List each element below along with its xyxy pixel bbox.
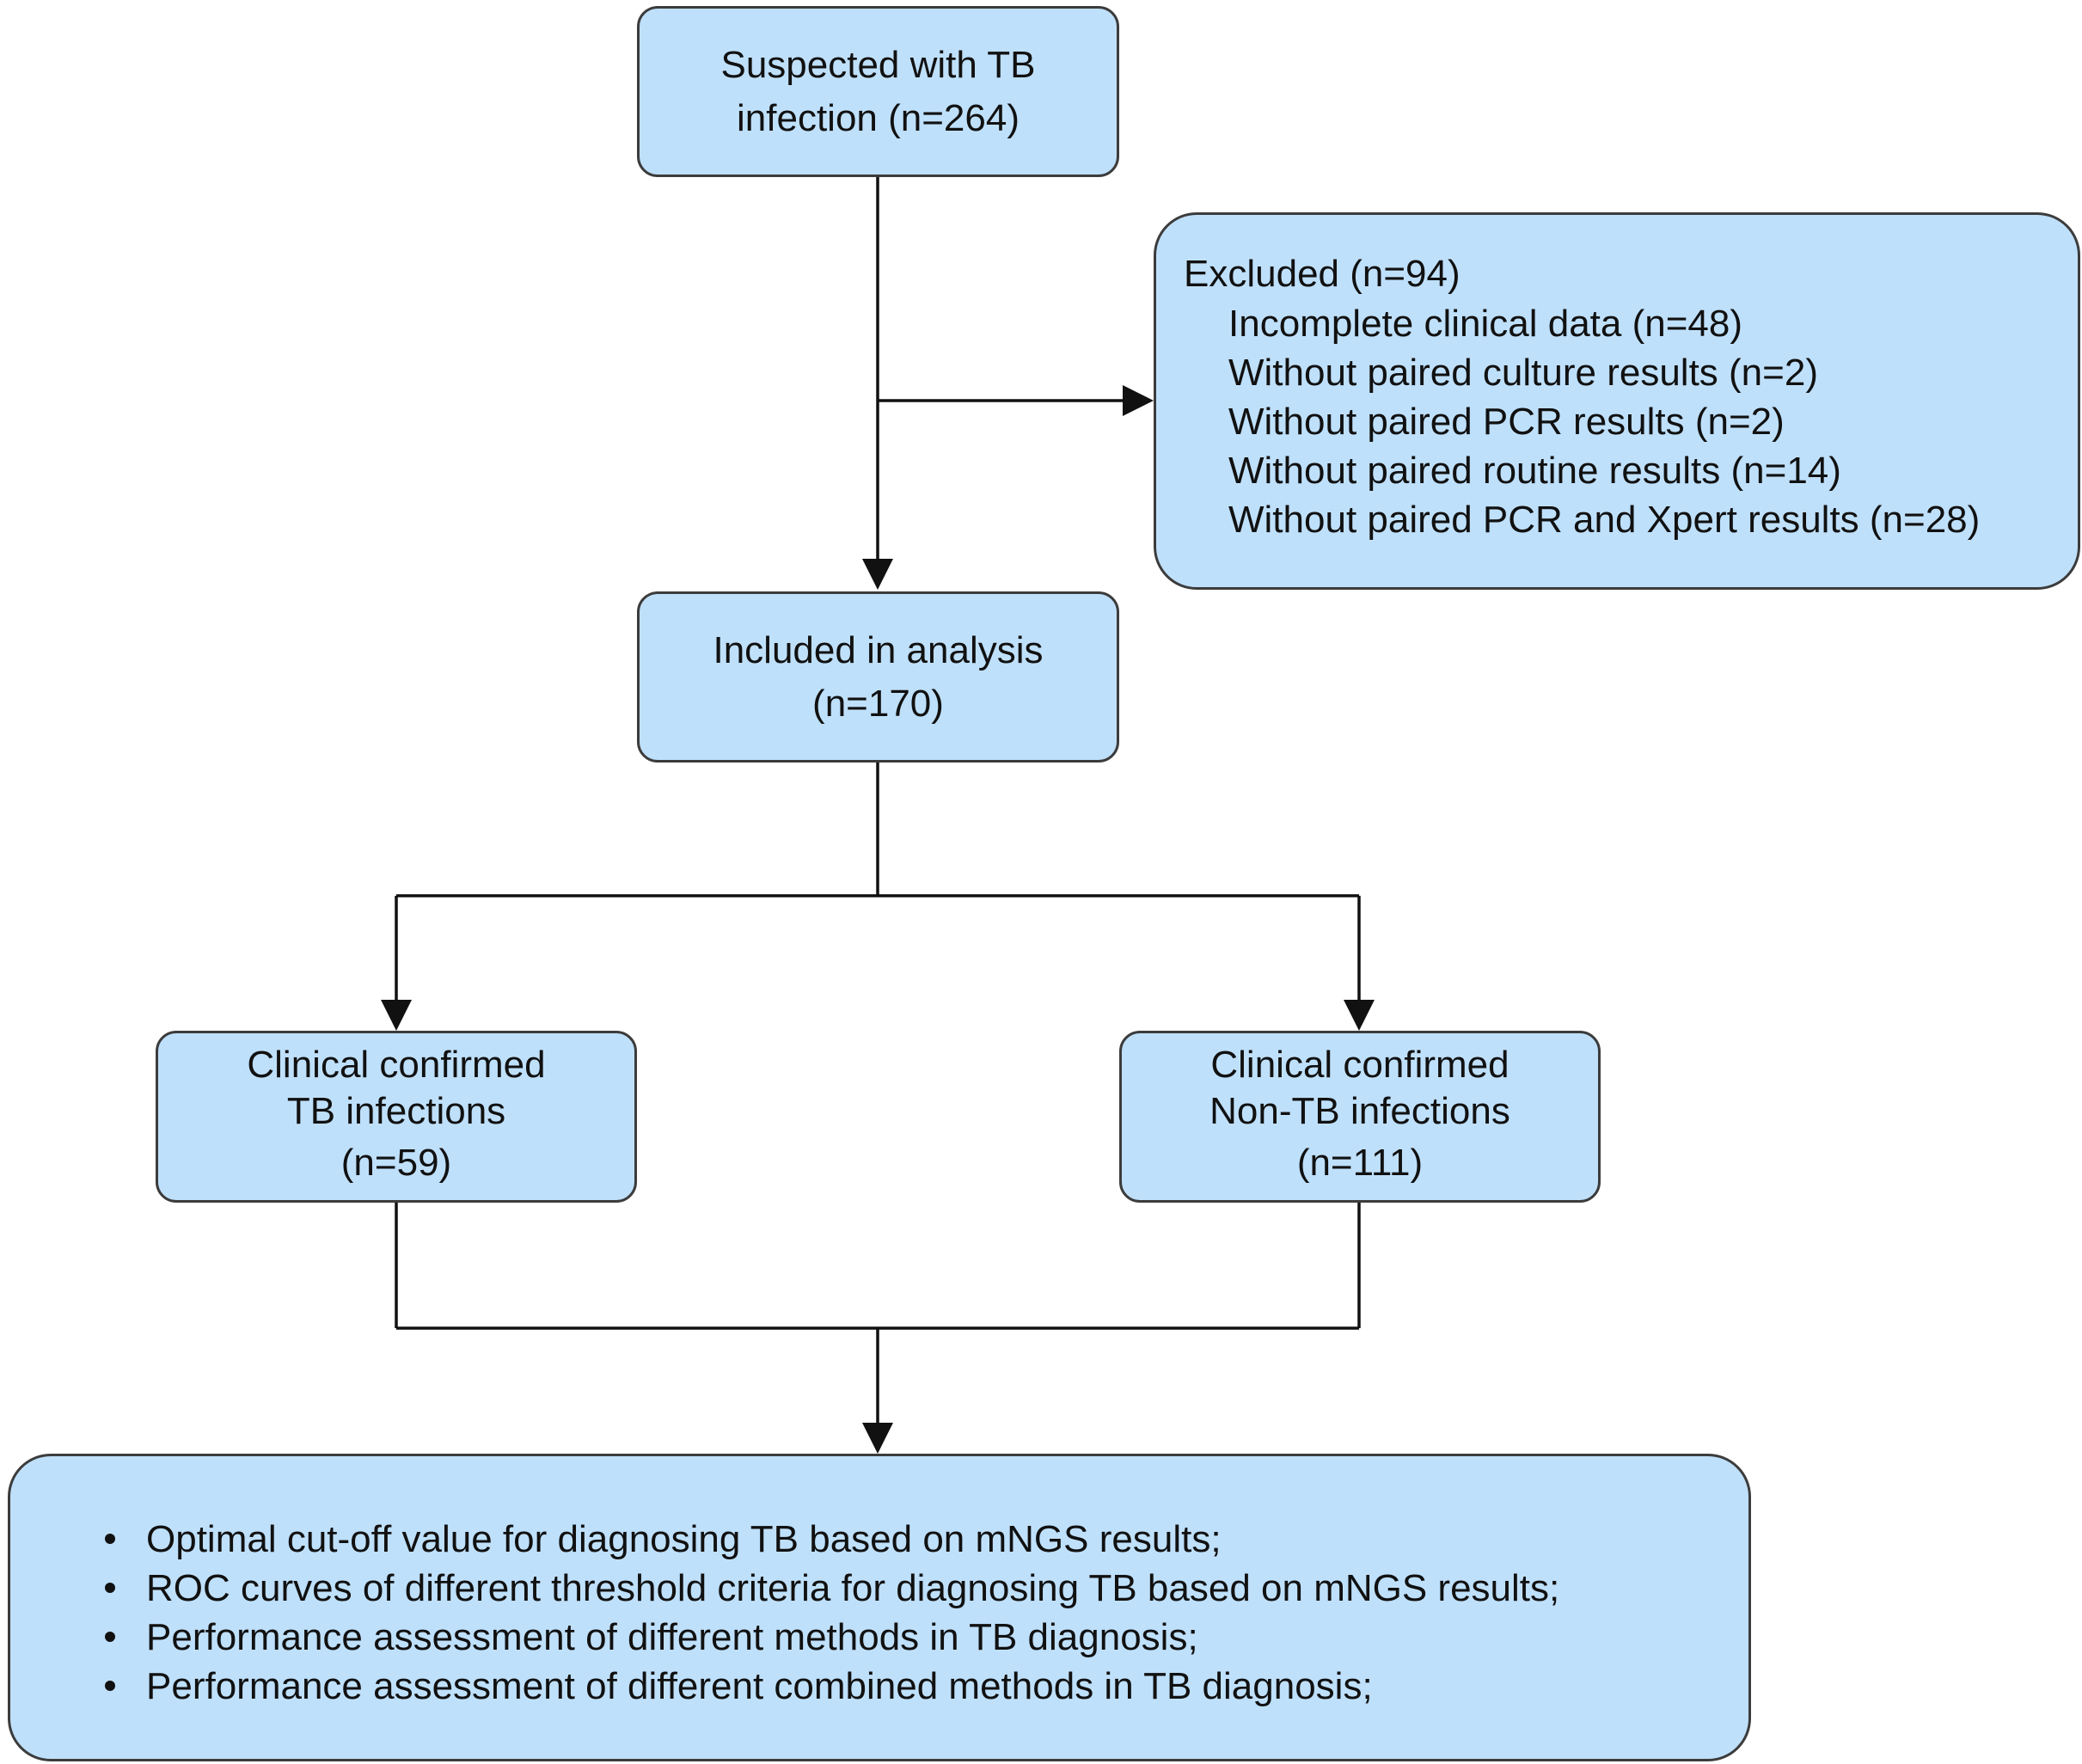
nontb-line2: Non-TB infections xyxy=(1209,1090,1510,1132)
included-line1: Included in analysis xyxy=(713,628,1044,671)
excluded-title: Excluded (n=94) xyxy=(1184,253,1460,295)
bullet-icon xyxy=(105,1534,115,1544)
included-box: Included in analysis (n=170) xyxy=(637,591,1119,763)
arrowhead-included xyxy=(862,559,893,590)
outcome-text: Optimal cut-off value for diagnosing TB … xyxy=(146,1518,1222,1560)
outcome-item: Performance assessment of different comb… xyxy=(10,1662,1748,1711)
arrowhead-excluded xyxy=(1123,385,1154,416)
outcome-item: Performance assessment of different meth… xyxy=(10,1613,1748,1662)
outcome-text: Performance assessment of different meth… xyxy=(146,1616,1198,1658)
outcome-item: Optimal cut-off value for diagnosing TB … xyxy=(10,1515,1748,1564)
bullet-icon xyxy=(105,1681,115,1691)
outcome-item: ROC curves of different threshold criter… xyxy=(10,1564,1748,1613)
outcome-text: ROC curves of different threshold criter… xyxy=(146,1567,1560,1609)
included-line2: (n=170) xyxy=(812,682,944,725)
outcomes-box: Optimal cut-off value for diagnosing TB … xyxy=(8,1454,1751,1761)
arrowhead-outcomes xyxy=(862,1423,893,1454)
excluded-item: Without paired culture results (n=2) xyxy=(1228,352,1818,394)
non-tb-infections-box: Clinical confirmed Non-TB infections (n=… xyxy=(1119,1031,1601,1203)
nontb-line3: (n=111) xyxy=(1296,1142,1424,1184)
excluded-item: Without paired PCR results (n=2) xyxy=(1228,401,1785,443)
arrowhead-nontb xyxy=(1344,1000,1375,1031)
outcome-text: Performance assessment of different comb… xyxy=(146,1665,1373,1707)
excluded-item: Without paired PCR and Xpert results (n=… xyxy=(1228,499,1981,541)
arrowhead-tb xyxy=(381,1000,412,1031)
tb-line1: Clinical confirmed xyxy=(247,1044,546,1086)
excluded-box: Excluded (n=94) Incomplete clinical data… xyxy=(1154,212,2080,590)
tb-line2: TB infections xyxy=(286,1090,506,1132)
suspected-tb-line2: infection (n=264) xyxy=(737,96,1020,139)
bullet-icon xyxy=(105,1632,115,1642)
tb-infections-box: Clinical confirmed TB infections (n=59) xyxy=(156,1031,637,1203)
tb-line3: (n=59) xyxy=(340,1142,452,1184)
suspected-tb-line1: Suspected with TB xyxy=(720,43,1036,86)
excluded-item: Incomplete clinical data (n=48) xyxy=(1228,303,1742,345)
suspected-tb-box: Suspected with TB infection (n=264) xyxy=(637,6,1119,177)
nontb-line1: Clinical confirmed xyxy=(1210,1044,1509,1086)
bullet-icon xyxy=(105,1583,115,1593)
excluded-item: Without paired routine results (n=14) xyxy=(1228,450,1841,492)
